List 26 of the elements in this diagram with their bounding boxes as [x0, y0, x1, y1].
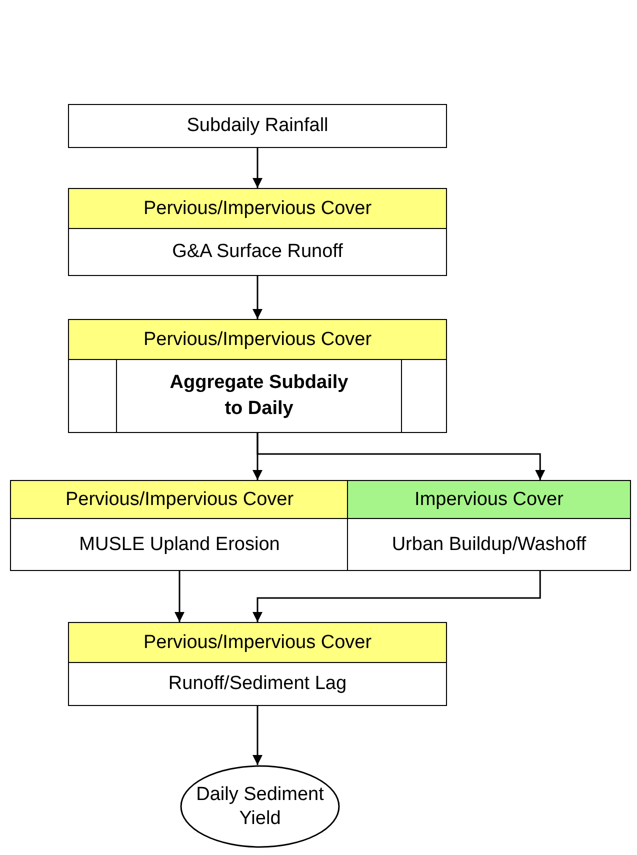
- process-box: [68, 622, 447, 706]
- header-band: Pervious/Impervious Cover: [69, 189, 446, 229]
- node-label: Subdaily Rainfall: [186, 114, 328, 138]
- arrow: [252, 706, 262, 765]
- arrow: [252, 148, 262, 188]
- arrow: [256, 433, 546, 480]
- node-label: Daily Sediment Yield: [195, 782, 325, 830]
- process-box: [68, 319, 447, 433]
- arrow: [174, 571, 184, 622]
- process-box: [68, 104, 447, 148]
- terminal-ellipse: [180, 765, 340, 848]
- header-band: Pervious/Impervious Cover: [11, 481, 348, 519]
- process-box: [347, 480, 631, 571]
- header-band: Pervious/Impervious Cover: [69, 623, 446, 663]
- node-label: G&A Surface Runoff: [172, 240, 343, 264]
- arrow: [252, 276, 262, 319]
- header-band: Impervious Cover: [348, 481, 630, 519]
- arrow: [252, 571, 541, 622]
- process-box: [68, 188, 447, 276]
- node-label: Runoff/Sediment Lag: [168, 672, 347, 696]
- process-box: [116, 358, 402, 432]
- node-label: MUSLE Upland Erosion: [79, 532, 280, 556]
- node-label: Aggregate Subdaily to Daily: [168, 370, 350, 420]
- node-label: Urban Buildup/Washoff: [392, 532, 586, 556]
- process-box: [10, 480, 349, 571]
- header-band: Pervious/Impervious Cover: [69, 320, 446, 360]
